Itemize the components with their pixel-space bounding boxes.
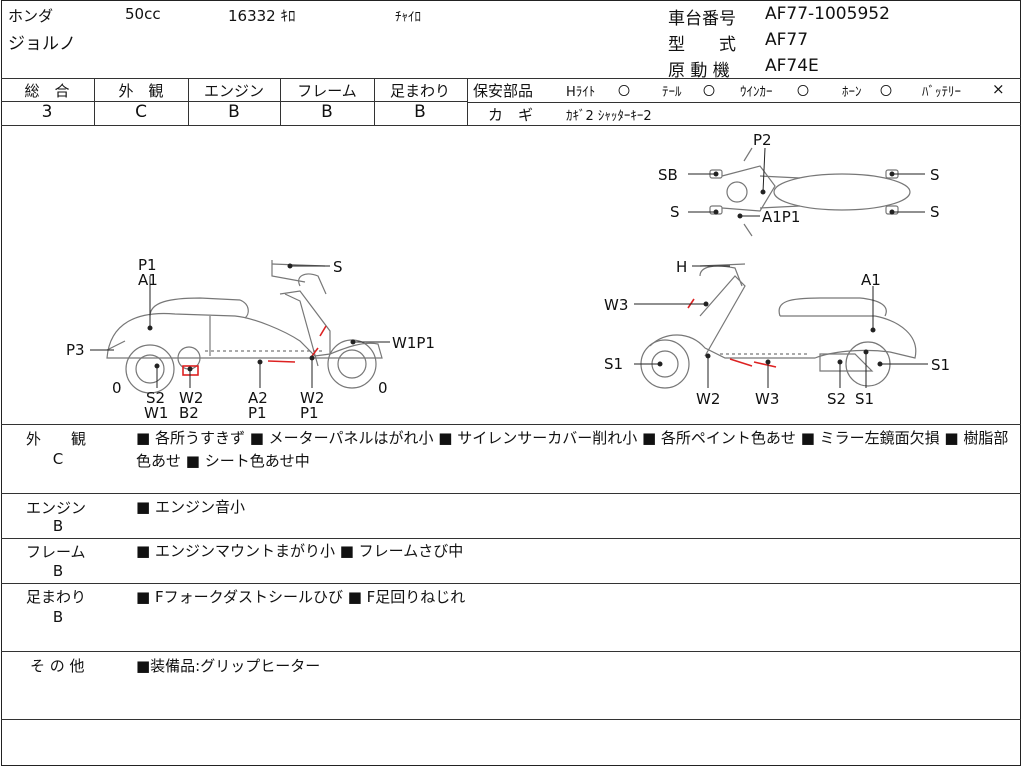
diagram-label: 0	[378, 379, 388, 397]
diagram-label: S1	[931, 356, 951, 374]
grade-col-sep	[374, 78, 375, 125]
diagram-label: S	[670, 203, 680, 221]
grade-header-suspension: 足まわり	[389, 82, 451, 100]
diagram-label: S2	[146, 389, 166, 407]
detail-text-frame: ■ エンジンマウントまがり小 ■ フレームさび中	[136, 542, 464, 560]
detail-text-engine: ■ エンジン音小	[136, 498, 245, 516]
key-value: ｶｷﾞ2 ｼｬｯﾀｰｷｰ2	[566, 109, 652, 124]
frame-no: AF77-1005952	[765, 4, 890, 24]
diagram-label: P1	[300, 404, 319, 422]
grade-suspension: B	[414, 102, 426, 122]
diagram-label: P1	[248, 404, 267, 422]
engine-value: AF74E	[765, 56, 819, 76]
diagram-label: P1	[138, 256, 157, 274]
diagram-label: B2	[179, 404, 199, 422]
diagram-label: W3	[755, 390, 780, 408]
detail-label-other: そ の 他	[30, 657, 85, 675]
detail-label-suspension: 足まわり	[26, 588, 87, 606]
diagram-label: SB	[658, 166, 678, 184]
grade-header-overall: 総 合	[24, 82, 70, 100]
diagram-label: W2	[179, 389, 204, 407]
grade-header-frame: フレーム	[297, 82, 357, 100]
diagram-label: W1	[144, 404, 169, 422]
safety-item-tail: ﾃｰﾙ	[662, 85, 682, 100]
grade-col-sep	[280, 78, 281, 125]
safety-mark-headlight: 〇	[618, 84, 631, 98]
grade-overall: 3	[41, 102, 53, 122]
diagram-label: H	[676, 258, 688, 276]
diagram-label: 0	[112, 379, 122, 397]
maker: ホンダ	[8, 7, 54, 25]
model-name: ジョルノ	[8, 34, 76, 54]
safety-item-headlight: Hﾗｲﾄ	[566, 85, 596, 100]
scooter-top-view	[709, 147, 911, 237]
safety-divider	[467, 102, 1021, 103]
grade-engine: B	[228, 102, 240, 122]
grade-col-sep	[188, 78, 189, 125]
safety-item-winker: ｳｲﾝｶｰ	[740, 85, 773, 100]
safety-mark-horn: 〇	[880, 84, 893, 98]
detail-text-other: ■装備品:グリップヒーター	[136, 657, 321, 675]
engine-label: 原 動 機	[668, 61, 730, 81]
grade-col-sep	[467, 78, 468, 125]
diagram-label: S1	[604, 355, 624, 373]
diagram-label: A1	[138, 271, 158, 289]
details-divider	[1, 719, 1021, 720]
safety-item-battery: ﾊﾞｯﾃﾘｰ	[922, 85, 961, 100]
detail-text-exterior: ■ 各所うすきず ■ メーターパネルはがれ小 ■ サイレンサーカバー削れ小 ■ …	[136, 429, 1009, 470]
diagram-label: W2	[300, 389, 325, 407]
diagram-label: P2	[753, 131, 772, 149]
diagram-label: S	[333, 258, 343, 276]
detail-grade-suspension: B	[52, 608, 64, 626]
safety-item-horn: ﾎｰﾝ	[842, 85, 862, 100]
damage-diagram	[90, 147, 928, 394]
type-value: AF77	[765, 30, 809, 50]
grade-header-engine: エンジン	[203, 82, 265, 100]
diagram-label: W1P1	[392, 334, 435, 352]
detail-grade-exterior: C	[52, 450, 64, 468]
mileage: 16332 ｷﾛ	[228, 7, 296, 25]
details-divider	[1, 538, 1021, 539]
frame-no-label: 車台番号	[668, 9, 736, 29]
grade-header-exterior: 外 観	[118, 82, 164, 100]
diagram-label: S	[930, 203, 940, 221]
safety-mark-battery: ×	[992, 80, 1005, 98]
diagram-label: A1	[861, 271, 881, 289]
grade-table-bottom	[1, 125, 1021, 126]
detail-grade-engine: B	[52, 517, 64, 535]
grade-frame: B	[321, 102, 333, 122]
detail-label-engine: エンジン	[26, 499, 87, 517]
detail-label-exterior: 外 観	[26, 430, 87, 448]
details-divider	[1, 583, 1021, 584]
safety-mark-tail: 〇	[703, 84, 716, 98]
detail-grade-frame: B	[52, 562, 64, 580]
diagram-label: S2	[827, 390, 847, 408]
grade-header-divider	[1, 101, 467, 102]
diagram-label: W3	[604, 296, 629, 314]
grade-exterior: C	[135, 102, 147, 122]
details-top	[1, 424, 1021, 425]
diagram-label: A2	[248, 389, 268, 407]
displacement: 50cc	[125, 5, 161, 23]
detail-text-suspension: ■ Fフォークダストシールひび ■ F足回りねじれ	[136, 588, 466, 606]
detail-label-frame: フレーム	[26, 543, 86, 561]
scooter-side-left	[106, 260, 383, 394]
diagram-label: W2	[696, 390, 721, 408]
diagram-label: S1	[855, 390, 875, 408]
diagram-label: P3	[66, 341, 85, 359]
safety-mark-winker: 〇	[797, 84, 810, 98]
safety-label: 保安部品	[473, 82, 534, 100]
diagram-label: A1P1	[762, 208, 801, 226]
details-divider	[1, 651, 1021, 652]
key-label: カ ギ	[488, 106, 534, 124]
type-label: 型 式	[668, 35, 736, 55]
diagram-label: S	[930, 166, 940, 184]
body-color: ﾁｬｲﾛ	[395, 10, 421, 25]
details-divider	[1, 493, 1021, 494]
grade-col-sep	[94, 78, 95, 125]
grade-table-top	[1, 78, 1021, 79]
